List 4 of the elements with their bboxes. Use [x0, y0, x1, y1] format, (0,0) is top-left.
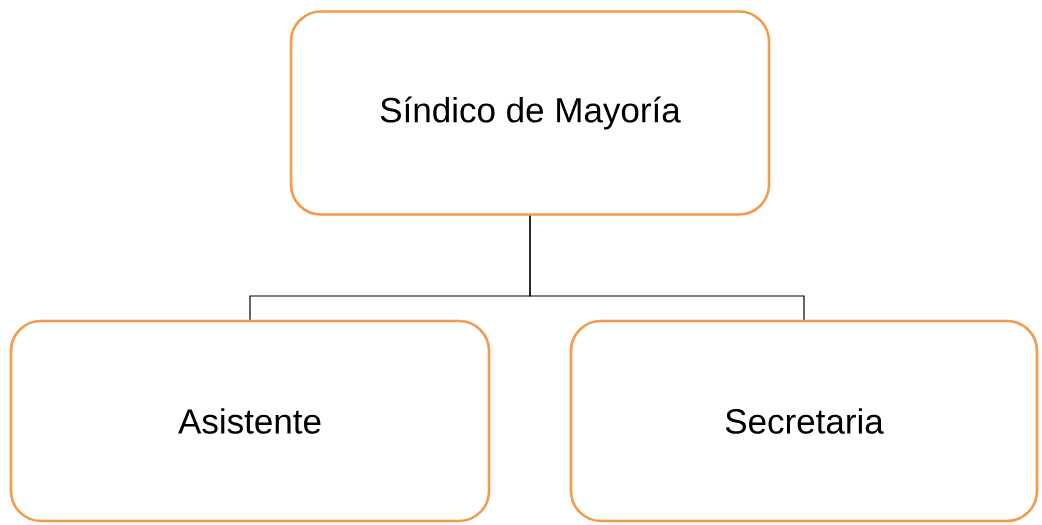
org-box: Secretaria	[569, 319, 1039, 523]
connector-line	[529, 215, 805, 321]
org-box: Síndico de Mayoría	[289, 10, 771, 216]
org-box: Asistente	[9, 319, 491, 523]
